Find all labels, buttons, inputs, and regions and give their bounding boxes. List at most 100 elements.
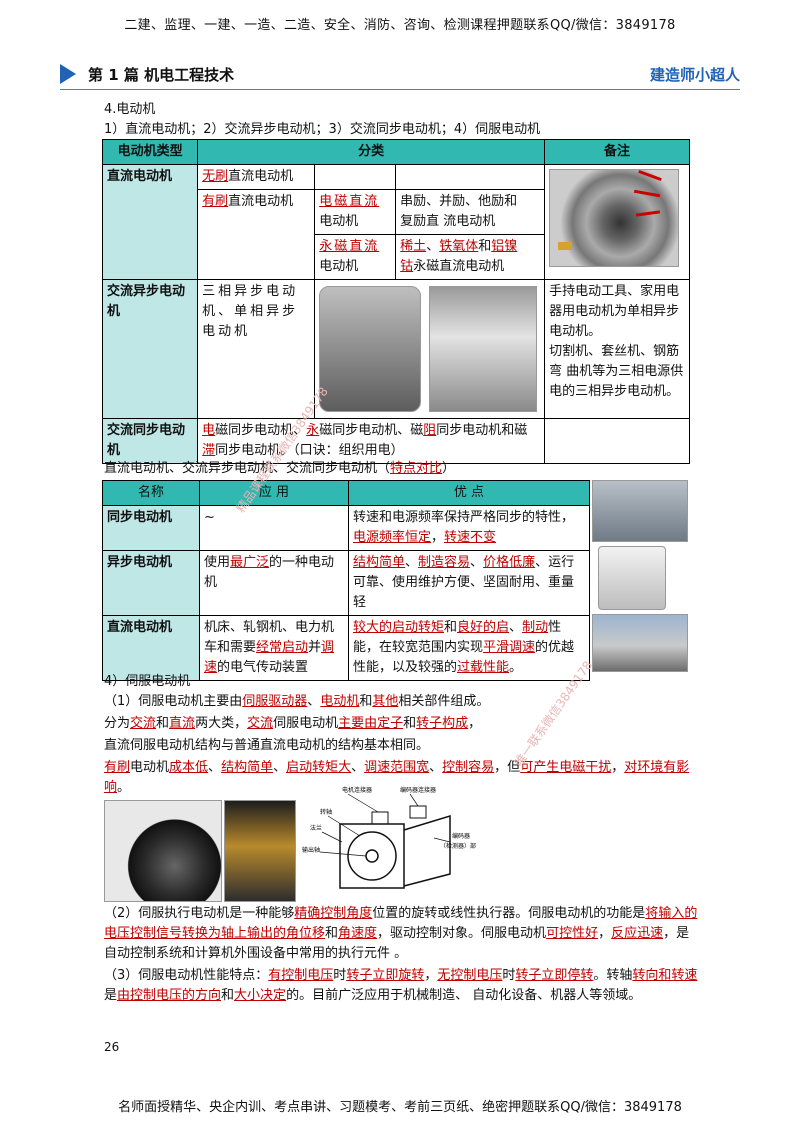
keyword: 经常启动 bbox=[256, 640, 309, 655]
keyword: 有刷 bbox=[202, 194, 229, 209]
keyword: 有控制电压 bbox=[268, 968, 334, 983]
cell-text: 复励直 流电动机 bbox=[400, 214, 496, 229]
cell-brushed: 有刷直流电动机 bbox=[197, 189, 316, 280]
row-label: 直流电动机 bbox=[107, 620, 173, 635]
cell-text: 直流电动机 bbox=[228, 194, 294, 209]
page-number: 26 bbox=[104, 1040, 120, 1054]
keyword: 控制容易 bbox=[442, 760, 495, 775]
text: （2）伺服执行电动机是一种能够 bbox=[104, 906, 295, 921]
text: 、 bbox=[351, 760, 365, 775]
cell-adv: 结构简单、制造容易、价格低廉、运行可靠、使用维护方便、坚固耐用、重量轻 bbox=[348, 550, 590, 616]
col-header-category: 分类 bbox=[197, 139, 546, 165]
cell-text: 的电气传动装置 bbox=[217, 660, 309, 675]
row-async: 异步电动机 bbox=[102, 550, 200, 616]
encoder-connector bbox=[409, 805, 427, 819]
cell-text: 性能，在较宽范围内实现 bbox=[353, 620, 562, 655]
keyword: 过载性能 bbox=[457, 660, 510, 675]
servo-structure-diagram: 电机连接器 编码器连接器 转轴 法兰 编码器 （检测器）部 输出轴 bbox=[302, 786, 476, 889]
async-motor-images bbox=[319, 286, 540, 412]
keyword: 阻 bbox=[423, 423, 437, 438]
cell-text: 并 bbox=[308, 640, 322, 655]
keyword: 结构简单 bbox=[221, 760, 274, 775]
caption-text: ） bbox=[442, 461, 456, 476]
text: 和 bbox=[359, 694, 373, 709]
servo-motor-photo bbox=[104, 800, 222, 902]
cell-text: 和 bbox=[478, 239, 492, 254]
cell-permanent-magnet: 永磁直流电动机 bbox=[314, 234, 397, 280]
text: ， bbox=[598, 926, 612, 941]
servo-para-4: 有刷电动机成本低、结构简单、启动转矩大、调速范围宽、控制容易，但可产生电磁干扰，… bbox=[104, 758, 698, 798]
top-banner: 二建、监理、一建、一造、二造、安全、消防、咨询、检测课程押题联系QQ/微信：38… bbox=[124, 18, 676, 33]
compare-caption: 直流电动机、交流异步电动机、交流同步电动机（特点对比） bbox=[104, 459, 455, 479]
cell-text: ， bbox=[431, 530, 445, 545]
text: 、 bbox=[429, 760, 443, 775]
shaft-circle bbox=[365, 849, 379, 863]
keyword: 精确控制角度 bbox=[294, 906, 373, 921]
text: ，驱动控制对象。伺服电动机 bbox=[377, 926, 547, 941]
keyword: 可产生电磁干扰 bbox=[520, 760, 612, 775]
keyword: 电动机 bbox=[320, 694, 360, 709]
keyword: 制动 bbox=[522, 620, 549, 635]
text: 。转轴 bbox=[593, 968, 633, 983]
cell-text: 、运行可靠、使用维护方便、坚固耐用、重量轻 bbox=[353, 555, 575, 610]
text: 和 bbox=[221, 988, 235, 1003]
text: 和 bbox=[325, 926, 339, 941]
diagram-label: 转轴 bbox=[320, 808, 332, 816]
text: ， bbox=[611, 760, 625, 775]
servo-para-3: 直流伺服电动机结构与普通直流电动机的结构基本相同。 bbox=[104, 738, 430, 753]
text: （3）伺服电动机性能特点： bbox=[104, 968, 269, 983]
cell-empty bbox=[395, 164, 546, 190]
text: 时 bbox=[333, 968, 347, 983]
col-header-advantages: 优 点 bbox=[348, 480, 590, 506]
keyword: 转速不变 bbox=[444, 530, 497, 545]
text: 、 bbox=[208, 760, 222, 775]
motor-comparison-table: 名称 应 用 优 点 同步电动机 ~ 转速和电源频率保持严格同步的特性，电源频率… bbox=[102, 480, 590, 681]
keyword: 钴 bbox=[400, 259, 414, 274]
rotor-circle bbox=[347, 831, 397, 881]
diagram-label: 编码器 bbox=[452, 832, 470, 840]
keyword: 伺服驱动器 bbox=[242, 694, 308, 709]
text: ，但 bbox=[494, 760, 521, 775]
diagram-label: （检测器）部 bbox=[440, 842, 476, 850]
text: 相关部件组成。 bbox=[398, 694, 490, 709]
keyword: 较大的启动转矩 bbox=[353, 620, 445, 635]
cell-electromagnetic: 电磁直流电动机 bbox=[314, 189, 397, 235]
cell-empty bbox=[314, 164, 397, 190]
cell-adv: 转速和电源频率保持严格同步的特性，电源频率恒定，转速不变 bbox=[348, 505, 590, 551]
cell-app: 使用最广泛的一种电动机 bbox=[199, 550, 349, 616]
cell-text: 永磁直流电动机 bbox=[413, 259, 505, 274]
servo-para-1: （1）伺服电动机主要由伺服驱动器、电动机和其他相关部件组成。 bbox=[104, 692, 704, 712]
diagram-label: 输出轴 bbox=[302, 846, 320, 854]
diagram-label: 法兰 bbox=[310, 824, 322, 832]
keyword: 转子立即旋转 bbox=[346, 968, 425, 983]
cell-text: 和 bbox=[444, 620, 458, 635]
motor-connector bbox=[371, 811, 389, 825]
text: ， bbox=[468, 716, 482, 731]
cell-pm-types: 稀土、铁氧体和铝镍钴永磁直流电动机 bbox=[395, 234, 546, 280]
keyword: 由控制电压的方向 bbox=[117, 988, 222, 1003]
text: 是 bbox=[104, 988, 118, 1003]
chapter-divider bbox=[60, 89, 740, 90]
keyword: 对环境有影响 bbox=[104, 760, 690, 795]
cell-text: 磁同步电动机、磁 bbox=[319, 423, 424, 438]
cell-text: 使用 bbox=[204, 555, 231, 570]
note: 切割机、套丝机、钢筋弯 曲机等为三相电源供电的三相异步电动机。 bbox=[549, 344, 684, 399]
cell-text: 直流电动机 bbox=[228, 169, 294, 184]
cell-text: 转速和电源频率保持严格同步的特性， bbox=[353, 510, 575, 525]
keyword: 铁氧体 bbox=[439, 239, 479, 254]
row-dc: 直流电动机 bbox=[102, 615, 200, 681]
text: 时 bbox=[502, 968, 516, 983]
flange-shape bbox=[339, 823, 405, 889]
text: 的。目前广泛应用于机械制造、 自动化设备、机器人等领域。 bbox=[286, 988, 642, 1003]
chapter-title: 第 1 篇 机电工程技术 bbox=[88, 66, 235, 84]
cell-async-notes: 手持电动工具、家用电器用电动机为单相异步电动机。切割机、套丝机、钢筋弯 曲机等为… bbox=[544, 279, 690, 419]
diagram-label: 编码器连接器 bbox=[400, 786, 436, 794]
dc-motor-cutaway-image bbox=[549, 169, 680, 267]
cell-text: 三相异步电动机、单相异步电动机 bbox=[202, 284, 299, 339]
row-label: 直流电动机 bbox=[107, 169, 173, 184]
cell-adv: 较大的启动转矩和良好的启、制动性能，在较宽范围内实现平滑调速的优越性能，以及较强… bbox=[348, 615, 590, 681]
cell-async-photo bbox=[314, 279, 546, 419]
text: （1）伺服电动机主要由 bbox=[104, 694, 243, 709]
footer-banner: 名师面授精华、央企内训、考点串讲、习题模考、考前三页纸、绝密押题联系QQ/微信：… bbox=[118, 1100, 682, 1115]
cell-dc-photo bbox=[544, 164, 690, 280]
